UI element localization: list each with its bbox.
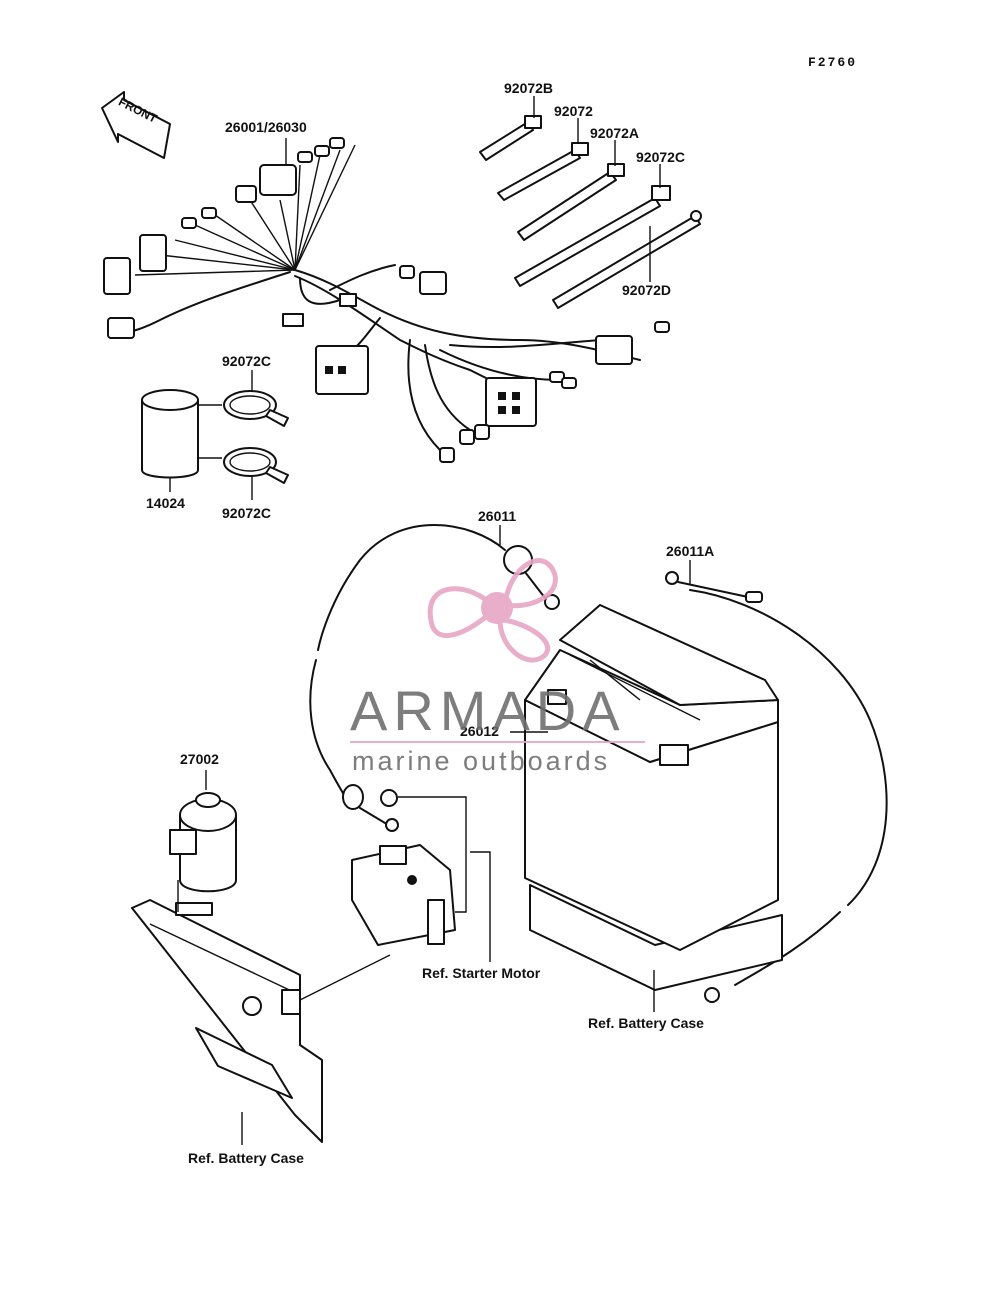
front-arrow-icon: FRONT — [101, 91, 171, 159]
hose-clamps — [223, 390, 289, 484]
callout-tie-d: 92072D — [622, 282, 671, 298]
callout-tie-a: 92072A — [590, 125, 639, 141]
propeller-logo-icon — [427, 558, 558, 663]
callout-tie-b: 92072B — [504, 80, 553, 96]
callout-cable-26011a: 26011A — [666, 543, 714, 559]
figure-code: F2760 — [808, 55, 857, 70]
ref-battery-case-left: Ref. Battery Case — [188, 1150, 304, 1166]
callout-tie: 92072 — [554, 103, 593, 119]
sleeve-14024 — [141, 389, 222, 479]
watermark-tagline: marine outboards — [352, 746, 610, 776]
cable-ties — [479, 115, 702, 309]
battery-cable-26011a — [665, 571, 888, 1003]
armada-watermark: ARMADA marine outboards — [350, 558, 645, 776]
ref-battery-case-right: Ref. Battery Case — [588, 1015, 704, 1031]
relay-27002 — [169, 792, 237, 893]
callout-battery: 26012 — [460, 723, 499, 739]
callout-cable-26011: 26011 — [478, 508, 516, 524]
callout-sleeve: 14024 — [146, 495, 185, 511]
callout-clamp-lower: 92072C — [222, 505, 271, 521]
callout-relay: 27002 — [180, 751, 219, 767]
watermark-brand: ARMADA — [350, 679, 626, 742]
wiring-harness — [103, 137, 670, 463]
starter-relay — [351, 789, 456, 946]
battery-case-plate — [131, 899, 323, 1143]
battery-26012 — [524, 604, 783, 991]
callout-harness: 26001/26030 — [225, 119, 307, 135]
callout-tie-c-top: 92072C — [636, 149, 685, 165]
ref-starter-motor: Ref. Starter Motor — [422, 965, 541, 981]
callout-clamp-upper: 92072C — [222, 353, 271, 369]
